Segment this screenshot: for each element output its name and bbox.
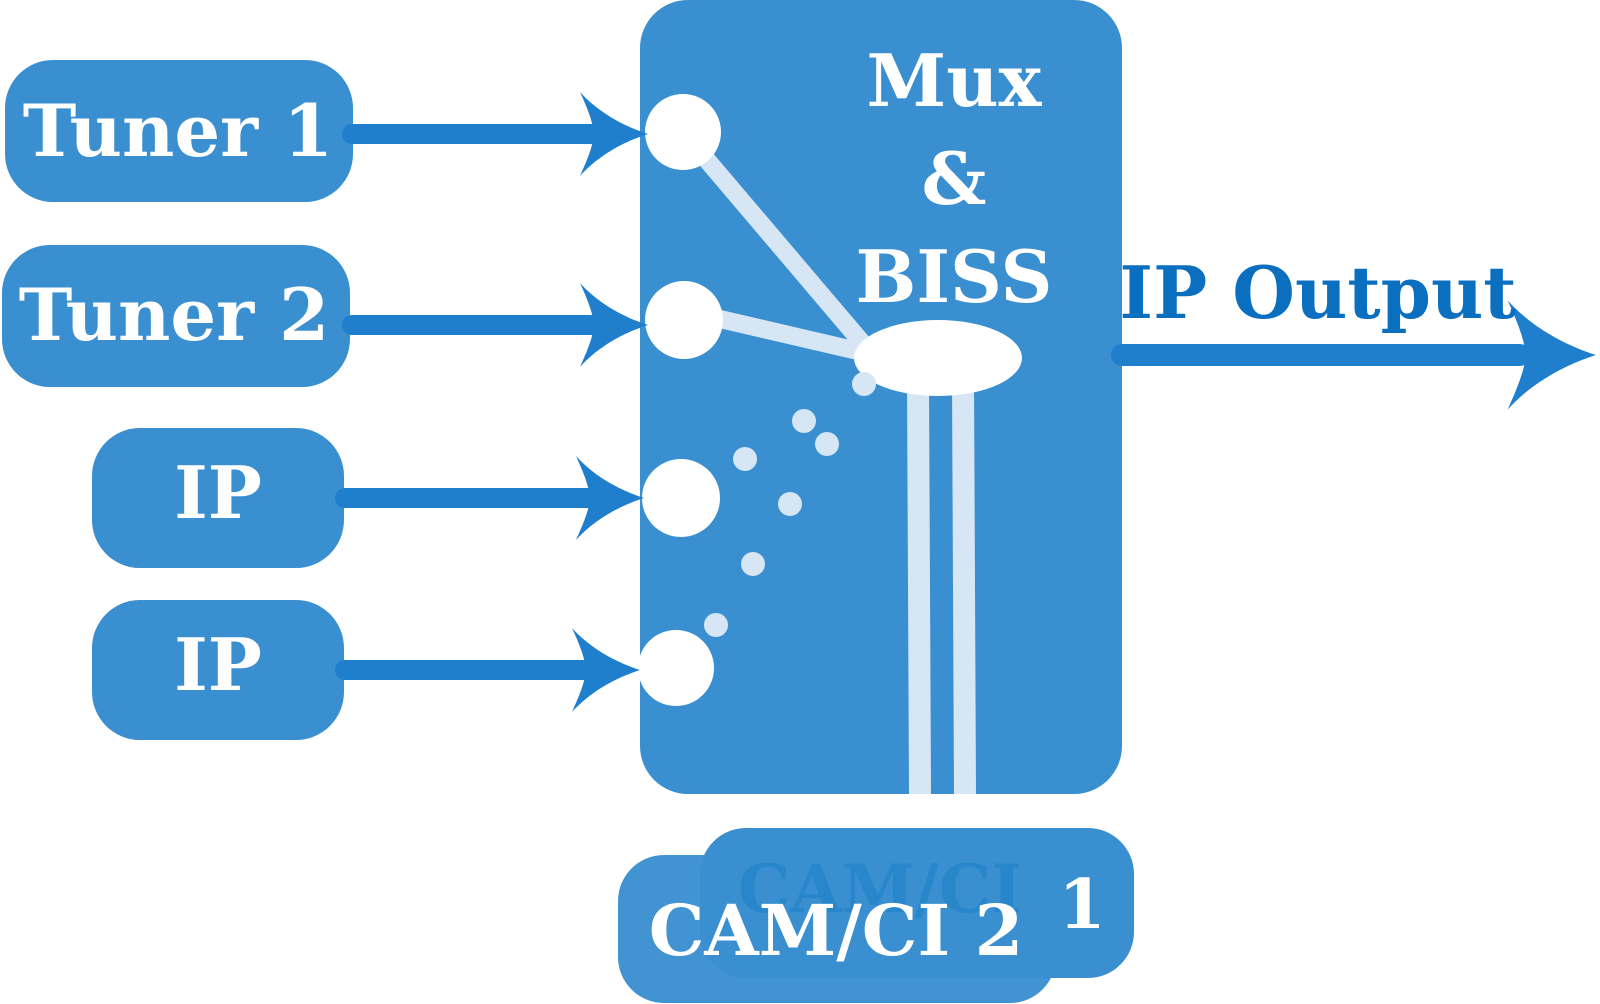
input-box [2,245,350,387]
dot [741,552,765,576]
input-node-1 [645,94,721,170]
dot [704,613,728,637]
mux-biss-block [640,0,1122,794]
input-box [5,60,353,202]
dot [778,492,802,516]
cam-2-label: CAM/CI 2 [649,889,1024,972]
input-node-4 [638,630,714,706]
input-ip-2: IP [92,600,344,740]
mux-label-line-1: Mux [867,38,1043,123]
cam-1-number: 1 [1058,865,1105,945]
arrow-ip-2 [335,628,640,712]
path-tuner1-to-hub [681,131,879,361]
cam-1-ghost-label: CAM/CI [738,850,1022,928]
mux-hub [854,320,1022,396]
mux-label-line-2: & [921,136,986,221]
path-cam-right [952,379,976,795]
input-nodes [638,94,723,706]
scatter-dots [704,372,876,637]
mux-label-line-3: BISS [856,234,1053,319]
arrow-ip-1 [335,456,644,540]
mux-title: Mux & BISS [856,38,1053,319]
path-cam-left [907,379,931,795]
arrow-tuner-2 [342,283,648,367]
input-box [92,600,344,740]
input-label: Tuner 1 [23,88,334,173]
input-label: IP [174,450,262,535]
cam-box-front [618,855,1056,1003]
input-node-2 [645,281,723,359]
input-tuner-2: Tuner 2 [2,245,350,387]
input-arrows [335,92,648,712]
dot [733,447,757,471]
input-box [92,428,344,568]
dot [852,372,876,396]
input-label: Tuner 2 [19,272,330,357]
output-arrow [1111,300,1596,410]
output-label: IP Output [1119,250,1516,335]
input-tuner-1: Tuner 1 [5,60,353,202]
cam-ci-2: CAM/CI CAM/CI 2 [618,850,1056,1003]
input-label: IP [174,622,262,707]
input-node-3 [642,459,720,537]
input-ip-1: IP [92,428,344,568]
arrow-tuner-1 [342,92,648,176]
dot [792,409,816,433]
dot [815,432,839,456]
